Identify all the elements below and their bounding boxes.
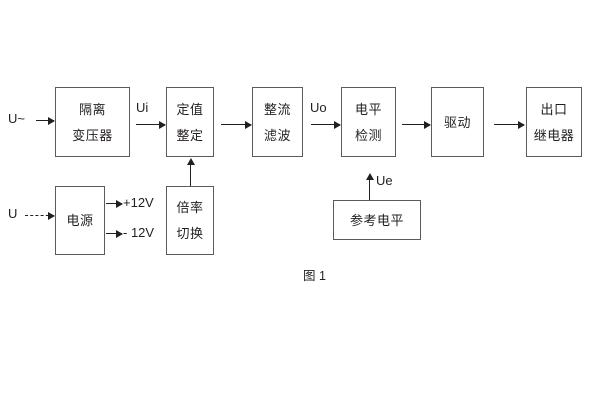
block-multiplier-switch: 倍率 切换 (166, 186, 214, 255)
level-detect-line1: 电平 (354, 101, 382, 117)
arrow-isolation-transformer-to-setting-value (136, 120, 166, 129)
arrow-reference-level-to-level-detect (365, 173, 374, 200)
arrow-dc-input-to-power-supply (25, 212, 55, 220)
arrow-drive-to-output-relay (494, 120, 525, 129)
arrow-ac-input-to-isolation-transformer (36, 116, 55, 125)
dc-input-label: U (8, 206, 18, 221)
block-power-supply: 电源 (55, 186, 105, 255)
arrow-power-supply-minus12v (106, 229, 123, 238)
level-detect-line2: 检测 (354, 127, 382, 143)
arrow-multiplier-switch-to-setting-value (186, 158, 195, 186)
arrow-power-supply-plus12v (106, 199, 123, 208)
block-drive: 驱动 (431, 87, 484, 157)
multiplier-switch-line2: 切换 (176, 226, 204, 241)
block-level-detect: 电平 检测 (341, 87, 396, 157)
uo-signal-label: Uo (310, 100, 327, 115)
multiplier-switch-line1: 倍率 (176, 200, 204, 215)
ue-signal-label: Ue (376, 173, 393, 188)
block-output-relay: 出口 继电器 (526, 87, 582, 157)
arrow-setting-value-to-rectify-filter (221, 120, 252, 129)
reference-level-line1: 参考电平 (349, 212, 404, 228)
minus-12v-label: - 12V (123, 225, 155, 240)
drive-line1: 驱动 (443, 114, 471, 130)
block-reference-level: 参考电平 (333, 200, 421, 240)
arrow-level-detect-to-drive (402, 120, 431, 129)
plus-12v-label: +12V (123, 195, 154, 210)
ac-input-label: U~ (8, 111, 25, 126)
rectify-filter-line2: 滤波 (263, 127, 291, 143)
arrow-rectify-filter-to-level-detect (311, 120, 341, 129)
power-supply-line1: 电源 (66, 213, 94, 228)
isolation-transformer-line1: 隔离 (78, 101, 106, 117)
block-setting-value: 定值 整定 (166, 87, 214, 157)
output-relay-line2: 继电器 (533, 127, 575, 143)
block-rectify-filter: 整流 滤波 (252, 87, 303, 157)
isolation-transformer-line2: 变压器 (72, 127, 113, 143)
setting-value-line2: 整定 (176, 127, 204, 143)
figure-caption: 图 1 (303, 269, 326, 283)
ui-signal-label: Ui (136, 100, 149, 115)
output-relay-line1: 出口 (540, 101, 568, 117)
block-isolation-transformer: 隔离 变压器 (55, 87, 130, 157)
setting-value-line1: 定值 (176, 101, 204, 117)
rectify-filter-line1: 整流 (263, 101, 291, 117)
